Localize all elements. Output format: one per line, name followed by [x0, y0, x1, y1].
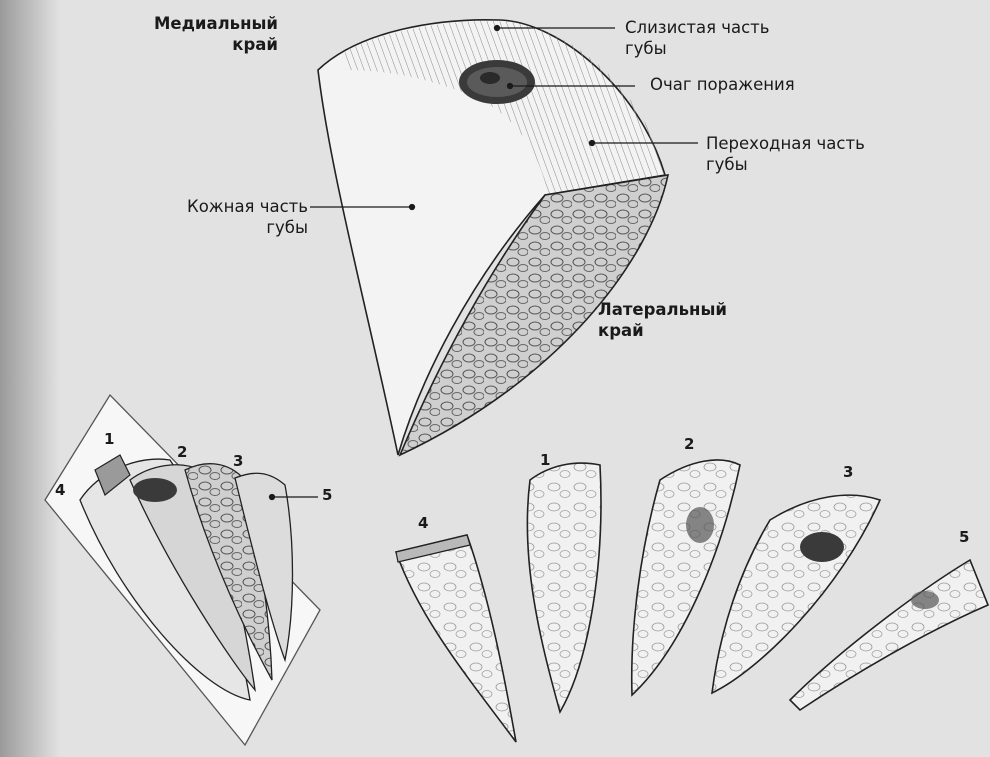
label-medial-edge: Медиальный край	[150, 13, 278, 55]
skin-part-line2: губы	[170, 217, 308, 238]
slice-number-2: 2	[684, 435, 694, 453]
slice-4	[396, 535, 516, 742]
lesion-mark	[459, 60, 535, 104]
assembled-number-4: 4	[55, 481, 65, 499]
transitional-part-line1: Переходная часть	[706, 133, 865, 154]
label-skin-part: Кожная часть губы	[170, 196, 308, 238]
assembled-number-5: 5	[322, 486, 332, 504]
lateral-edge-line1: Латеральный	[598, 299, 727, 320]
slice-1	[527, 463, 601, 712]
mucous-part-line2: губы	[625, 38, 770, 59]
lateral-edge-line2: край	[598, 320, 727, 341]
medial-edge-line2: край	[150, 34, 278, 55]
transitional-part-line2: губы	[706, 154, 865, 175]
medial-edge-line1: Медиальный	[150, 13, 278, 34]
skin-part-line1: Кожная часть	[170, 196, 308, 217]
label-lateral-edge: Латеральный край	[598, 299, 727, 341]
label-lesion: Очаг поражения	[650, 74, 795, 95]
slice-number-3: 3	[843, 463, 853, 481]
assembled-number-1: 1	[104, 430, 114, 448]
main-lip-wedge	[318, 20, 668, 455]
assembled-number-3: 3	[233, 452, 243, 470]
slice-number-4: 4	[418, 514, 428, 532]
label-mucous-part: Слизистая часть губы	[625, 17, 770, 59]
mucous-part-line1: Слизистая часть	[625, 17, 770, 38]
slice-number-5: 5	[959, 528, 969, 546]
assembled-number-2: 2	[177, 443, 187, 461]
label-transitional-part: Переходная часть губы	[706, 133, 865, 175]
slice-number-1: 1	[540, 451, 550, 469]
